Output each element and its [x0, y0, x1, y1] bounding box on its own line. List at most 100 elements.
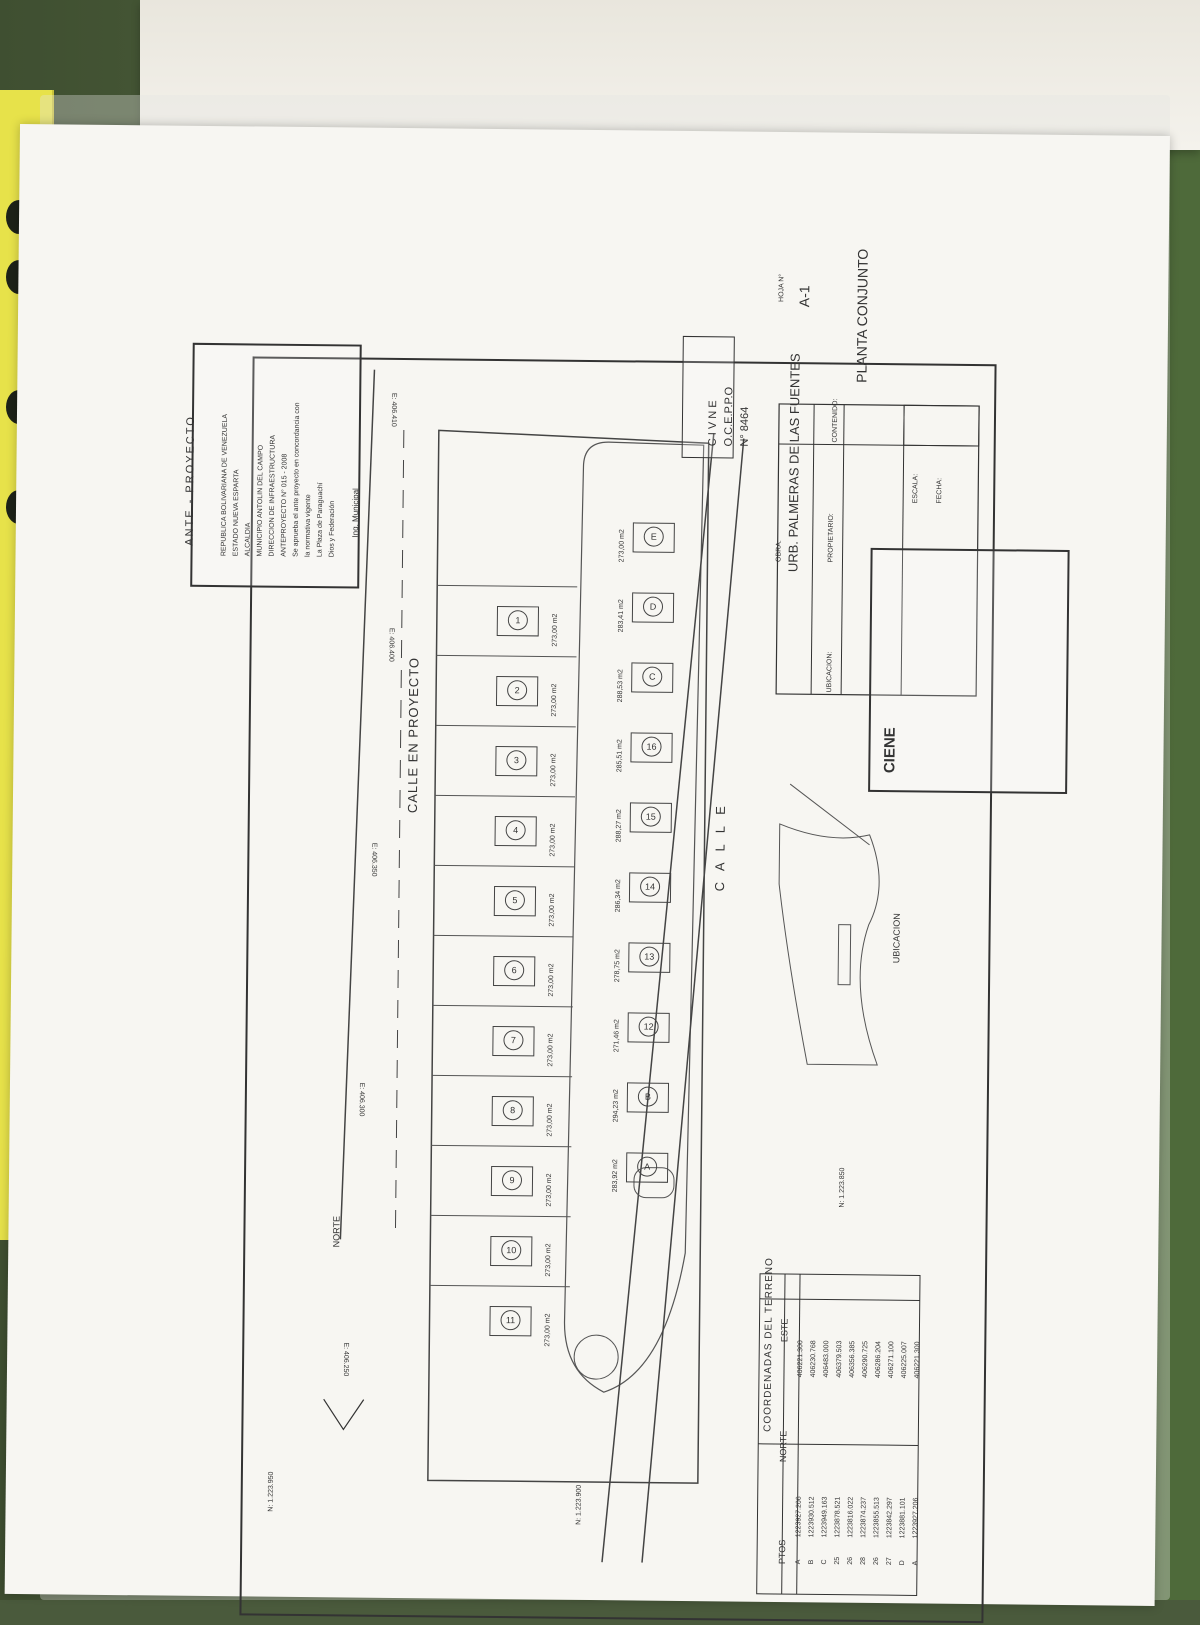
lot-lower: E	[632, 522, 675, 553]
stamp-line: DIRECCION DE INFRAESTRUCTURA	[268, 434, 277, 557]
stamp-line: la normativa vigente	[304, 494, 313, 558]
table-cell-point: D	[898, 1560, 907, 1566]
lot-number: E	[643, 526, 664, 547]
lot-area: 278,75 m2	[614, 949, 622, 983]
lot-area: 288,53 m2	[617, 669, 625, 703]
northing-label: N: 1.223.950	[267, 1471, 275, 1512]
table-cell-north: 1223874.237	[860, 1496, 868, 1538]
lot-number: 12	[638, 1016, 659, 1037]
table-title: COORDENADAS DEL TERRENO	[762, 1257, 776, 1432]
lot-divider	[436, 654, 577, 658]
lot-divider	[437, 584, 578, 588]
lot-area: 273,00 m2	[618, 529, 626, 563]
lot-divider	[435, 724, 576, 728]
table-cell-east: 406379.503	[835, 1340, 844, 1378]
table-cell-east: 406225.007	[900, 1341, 909, 1379]
lot-area: 273,00 m2	[546, 1103, 554, 1137]
table-cell-north: 1223927.206	[795, 1496, 803, 1538]
stamp-line: MUNICIPIO ANTOLIN DEL CAMPO	[256, 444, 265, 557]
obra-label: OBRA:	[775, 540, 783, 562]
lot-area: 285,51 m2	[616, 739, 624, 773]
lot-upper: 5	[493, 885, 537, 917]
cicepro-line: O.C.E.P.P.O	[722, 386, 736, 447]
lot-lower: 13	[628, 942, 671, 973]
street-top-label: CALLE EN PROYECTO	[404, 656, 422, 814]
lot-upper: 1	[496, 606, 540, 637]
table-cell-north: 1223816.022	[847, 1496, 855, 1538]
lot-lower: 14	[628, 872, 672, 903]
lot-area: 283,92 m2	[611, 1159, 620, 1193]
stamp-line: Dios y Federación	[328, 500, 337, 558]
cicepro-line: C I V N E	[706, 400, 720, 447]
lot-area: 273,00 m2	[550, 753, 558, 787]
lot-upper: 9	[490, 1165, 534, 1197]
stamp-line: ALCALDIA	[244, 522, 252, 557]
sheet-number: A-1	[796, 285, 813, 308]
lot-area: 294,23 m2	[612, 1089, 620, 1123]
lot-upper: 4	[494, 815, 537, 847]
lot-area: 273,00 m2	[547, 963, 556, 997]
stamp-line: REPUBLICA BOLIVARIANA DE VENEZUELA	[220, 413, 230, 557]
lot-upper: 6	[493, 955, 536, 987]
easting-label: E: 406.410	[389, 392, 398, 427]
northing-label: N: 1.223.900	[575, 1484, 583, 1525]
stamp-line: La Plaza de Paraguachí	[316, 482, 325, 558]
lot-divider	[432, 1004, 573, 1008]
lot-number: 1	[507, 610, 528, 631]
table-cell-point: 27	[885, 1557, 894, 1566]
lot-lower: A	[625, 1152, 669, 1183]
lot-number: 15	[640, 806, 661, 827]
table-cell-east: 406221.300	[913, 1341, 922, 1379]
lot-area: 273,00 m2	[550, 683, 559, 717]
table-header: ESTE	[779, 1318, 790, 1343]
lot-area: 273,00 m2	[545, 1173, 554, 1207]
lot-lower: 15	[629, 802, 672, 833]
owner-label: PROPIETARIO:	[827, 513, 835, 563]
lot-area: 273,00 m2	[544, 1313, 552, 1347]
table-header: NORTE	[778, 1430, 789, 1463]
table-cell-east: 406290.725	[861, 1340, 870, 1378]
northing-label: N: 1.223.850	[838, 1167, 847, 1208]
lot-upper: 8	[491, 1095, 534, 1127]
table-cell-north: 1223949.163	[821, 1496, 829, 1538]
table-cell-north: 1223878.521	[834, 1496, 842, 1538]
lot-number: 11	[500, 1310, 521, 1331]
lot-number: 8	[502, 1100, 523, 1121]
sheet-label: HOJA N°	[778, 273, 786, 303]
lot-number: D	[642, 596, 664, 617]
lot-number: 9	[501, 1170, 523, 1191]
stamp-signature-label: Ing. Municipal	[350, 488, 361, 538]
background-paper	[140, 0, 1200, 150]
table-header: PTOS	[776, 1539, 788, 1565]
table-cell-north: 1223881.101	[899, 1497, 907, 1539]
easting-label: E: 406.250	[341, 1342, 350, 1377]
lot-upper: 11	[489, 1305, 532, 1337]
table-cell-point: B	[807, 1559, 816, 1565]
lot-divider	[429, 1284, 570, 1288]
ciene-name: CIENE	[881, 727, 899, 774]
lot-area: 273,00 m2	[551, 613, 559, 647]
lot-area: 288,27 m2	[615, 809, 623, 843]
lot-area: 273,00 m2	[547, 1033, 555, 1067]
lot-number: 10	[501, 1240, 522, 1261]
lot-divider	[435, 794, 576, 798]
easting-label: E: 406.350	[370, 842, 378, 877]
table-cell-north: 1223855.513	[873, 1497, 881, 1539]
table-cell-east: 406286.204	[874, 1341, 883, 1379]
lot-lower: 16	[630, 732, 673, 763]
lot-number: 3	[506, 750, 527, 771]
lot-lower: 12	[627, 1012, 670, 1043]
escala-label: ESCALA:	[912, 473, 920, 504]
lot-number: 14	[639, 876, 661, 897]
fecha-label: FECHA:	[936, 477, 944, 504]
lot-divider	[433, 934, 574, 938]
ubicacion-label: UBICACION:	[826, 651, 834, 693]
stamp-line: ANTEPROYECTO N° 015 - 2008	[280, 453, 289, 557]
lot-area: 271,46 m2	[613, 1019, 621, 1053]
lot-area: 286,34 m2	[614, 879, 623, 913]
lot-area: 283,41 m2	[617, 599, 626, 633]
lot-area: 273,00 m2	[544, 1243, 553, 1277]
lot-upper: 10	[490, 1235, 533, 1267]
lot-divider	[432, 1074, 573, 1078]
